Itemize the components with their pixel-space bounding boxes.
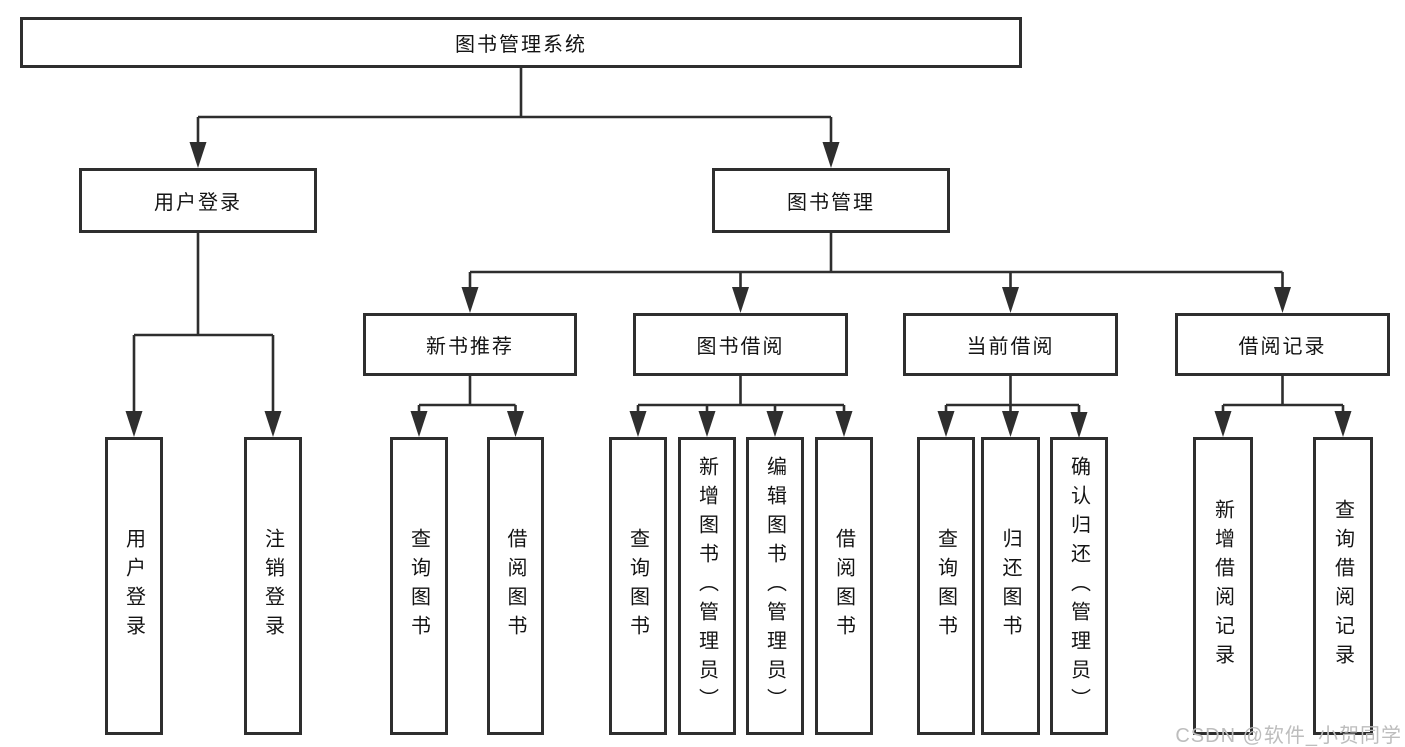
arrowhead-icon <box>410 411 428 437</box>
arrowhead-icon <box>1070 412 1088 438</box>
node-book-management: 图书管理 <box>712 168 950 233</box>
arrowhead-icon <box>822 142 840 168</box>
arrowhead-icon <box>1002 287 1019 313</box>
arrowhead-icon <box>629 411 647 437</box>
leaf-user-login: 用户登录 <box>105 437 163 735</box>
arrowhead-icon <box>937 411 955 437</box>
leaf-query-books: 查询图书 <box>917 437 975 735</box>
arrowhead-icon <box>264 411 282 437</box>
arrowhead-icon <box>125 411 143 437</box>
leaf-borrow-books: 借阅图书 <box>815 437 873 735</box>
leaf-query-books: 查询图书 <box>609 437 667 735</box>
node-book-borrow: 图书借阅 <box>633 313 848 376</box>
node-user-login: 用户登录 <box>79 168 317 233</box>
connector-root-to-level2 <box>189 68 840 168</box>
leaf-edit-books-admin: 编辑图书（管理员） <box>746 437 804 735</box>
leaf-borrow-books: 借阅图书 <box>487 437 544 735</box>
node-root-library-system: 图书管理系统 <box>20 17 1022 68</box>
leaf-add-books-admin: 新增图书（管理员） <box>678 437 736 735</box>
connector-borrowrecord-to-leaves <box>1214 376 1352 437</box>
node-borrow-record: 借阅记录 <box>1175 313 1390 376</box>
arrowhead-icon <box>461 287 479 313</box>
arrowhead-icon <box>189 142 207 168</box>
arrowhead-icon <box>766 411 784 437</box>
csdn-watermark: CSDN @软件_小贺同学 <box>1175 725 1402 747</box>
leaf-logout: 注销登录 <box>244 437 302 735</box>
connector-currentborrow-to-leaves <box>937 376 1088 438</box>
connector-bookborrow-to-leaves <box>629 376 853 437</box>
leaf-return-books: 归还图书 <box>981 437 1040 735</box>
arrowhead-icon <box>698 411 716 437</box>
node-new-book-recommend: 新书推荐 <box>363 313 577 376</box>
arrowhead-icon <box>1002 411 1019 437</box>
connector-bookmgmt-to-level3 <box>461 233 1291 313</box>
arrowhead-icon <box>1214 411 1232 437</box>
arrowhead-icon <box>1274 287 1291 313</box>
connector-userlogin-to-leaves <box>125 233 282 437</box>
leaf-add-borrow-record: 新增借阅记录 <box>1193 437 1253 735</box>
arrowhead-icon <box>732 287 749 313</box>
arrowhead-icon <box>835 411 853 437</box>
arrowhead-icon <box>1334 411 1352 437</box>
leaf-query-borrow-record: 查询借阅记录 <box>1313 437 1373 735</box>
arrowhead-icon <box>507 411 524 437</box>
leaf-confirm-return-admin: 确认归还（管理员） <box>1050 437 1108 735</box>
leaf-query-books: 查询图书 <box>390 437 448 735</box>
connector-newbook-to-leaves <box>410 376 524 437</box>
node-current-borrow: 当前借阅 <box>903 313 1118 376</box>
